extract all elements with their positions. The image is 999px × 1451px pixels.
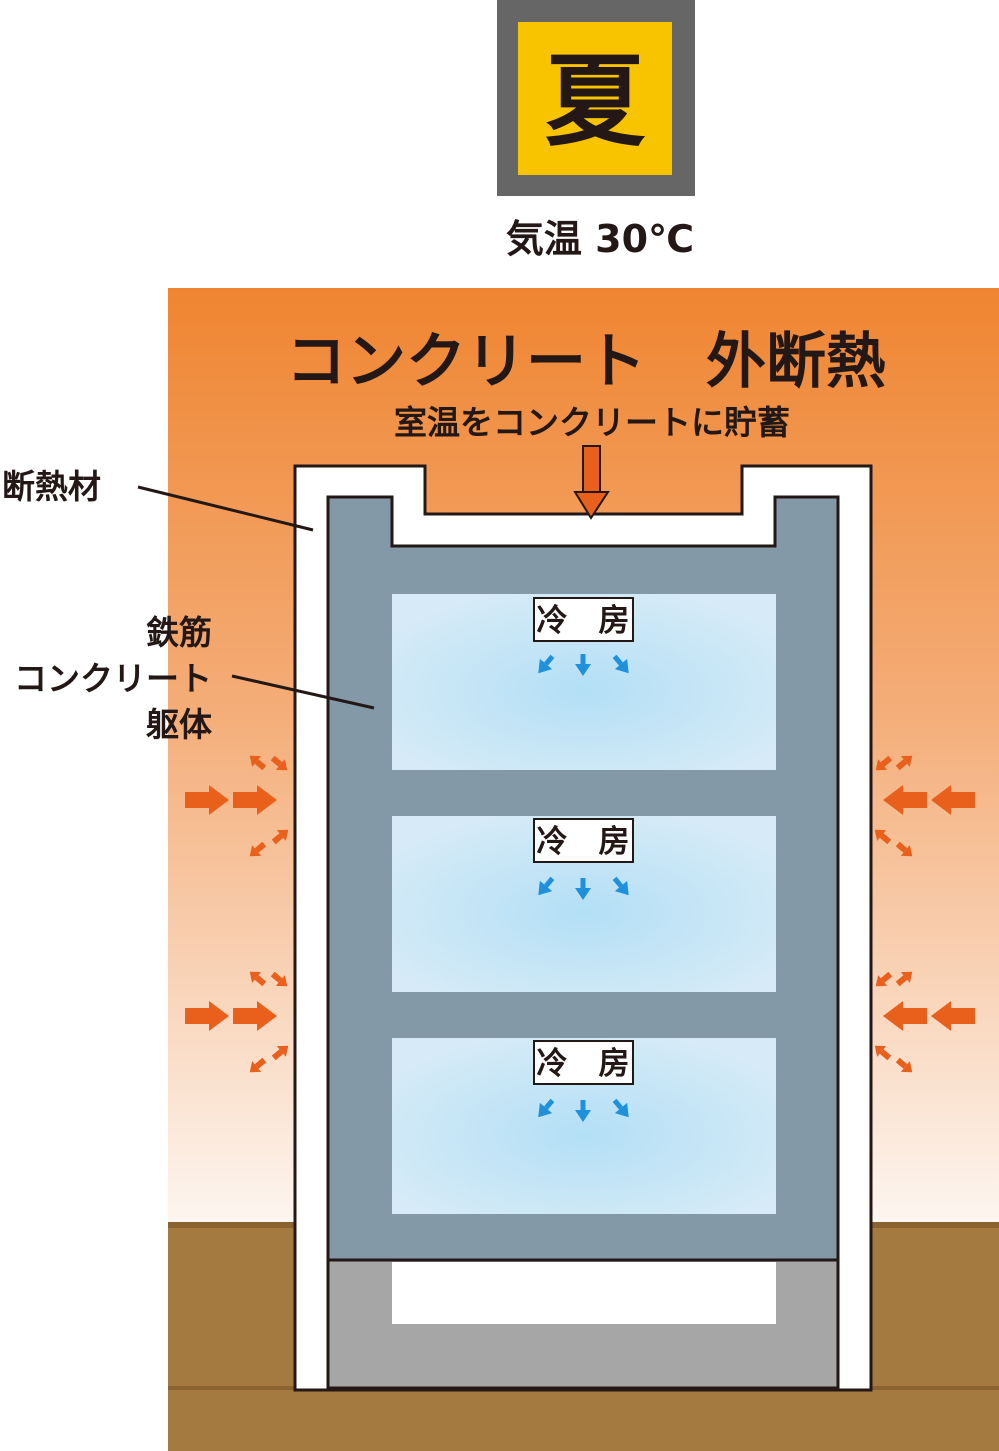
heat-scatter-arrow-icon [875, 755, 893, 771]
cool-air-arrow-icon [612, 876, 629, 896]
callout-insulation: 断熱材 [2, 467, 101, 506]
room-label-box [533, 818, 634, 863]
diagram-title: コンクリート 外断熱 [286, 327, 886, 397]
heat-storage-arrow-icon [573, 445, 610, 520]
callout-structure-leader [231, 674, 375, 710]
heat-inflow-right-lower [874, 971, 975, 1073]
heat-scatter-arrow-icon [270, 755, 288, 771]
heat-scatter-arrow-icon [875, 971, 893, 987]
room-floor-2: 冷 房 [392, 816, 776, 992]
heat-scatter-arrow-icon [874, 829, 892, 845]
room-label: 冷 房 [537, 1046, 630, 1082]
heat-scatter-arrow-icon [895, 1057, 913, 1073]
heat-scatter-arrow-icon [895, 971, 913, 987]
cool-air-arrow-icon [575, 878, 591, 900]
room-label-box [533, 1040, 634, 1085]
season-badge: 夏 [497, 0, 695, 196]
cool-air-arrow-icon [538, 654, 555, 674]
cool-air-arrow-icon [538, 876, 555, 896]
heat-scatter-arrow-icon [895, 841, 913, 857]
cool-air-arrow-icon [538, 1098, 555, 1118]
heat-inflow-arrow-icon [185, 785, 229, 815]
room-label-box [533, 597, 634, 642]
callout-structure-line2: コンクリート [14, 659, 212, 698]
heat-scatter-arrow-icon [270, 971, 288, 987]
heat-inflow-right-upper [874, 755, 975, 857]
heat-scatter-arrow-icon [874, 1045, 892, 1061]
heat-inflow-left-upper [185, 755, 289, 857]
heat-inflow-arrow-icon [233, 1001, 277, 1031]
callout-structure-line1: 鉄筋 [146, 613, 212, 652]
basement-opening [392, 1262, 776, 1324]
cool-air-arrow-icon [575, 1100, 591, 1122]
diagram-subtitle: 室温をコンクリートに貯蓄 [394, 403, 790, 442]
room-label: 冷 房 [537, 603, 630, 639]
heat-inflow-arrow-icon [931, 1001, 975, 1031]
heat-scatter-arrow-icon [249, 841, 267, 857]
heat-inflow-arrow-icon [931, 785, 975, 815]
heat-scatter-arrow-icon [895, 755, 913, 771]
cool-air-arrow-icon [612, 654, 629, 674]
heat-scatter-arrow-icon [249, 755, 267, 771]
heat-inflow-arrow-icon [883, 1001, 927, 1031]
room-floor-3: 冷 房 [392, 1038, 776, 1214]
heat-scatter-arrow-icon [271, 829, 289, 845]
cool-air-arrows-floor-2 [538, 876, 629, 900]
room-floor-1: 冷 房 [392, 594, 776, 770]
temperature-label: 気温 30℃ [506, 217, 694, 261]
season-badge-fill [518, 22, 672, 175]
heat-inflow-arrow-icon [233, 785, 277, 815]
cool-air-arrow-icon [612, 1098, 629, 1118]
season-badge-text: 夏 [545, 43, 646, 160]
cool-air-arrow-icon [575, 654, 591, 676]
callout-insulation-leader [137, 485, 314, 532]
heat-scatter-arrow-icon [249, 971, 267, 987]
cool-air-arrows-floor-1 [538, 654, 629, 676]
heat-inflow-arrow-icon [883, 785, 927, 815]
heat-inflow-left-lower [185, 971, 289, 1073]
callout-structure-line3: 躯体 [146, 705, 212, 744]
heat-inflow-arrow-icon [185, 1001, 229, 1031]
heat-scatter-arrow-icon [249, 1057, 267, 1073]
cool-air-arrows-floor-3 [538, 1098, 629, 1122]
heat-scatter-arrow-icon [271, 1045, 289, 1061]
room-label: 冷 房 [537, 824, 630, 860]
